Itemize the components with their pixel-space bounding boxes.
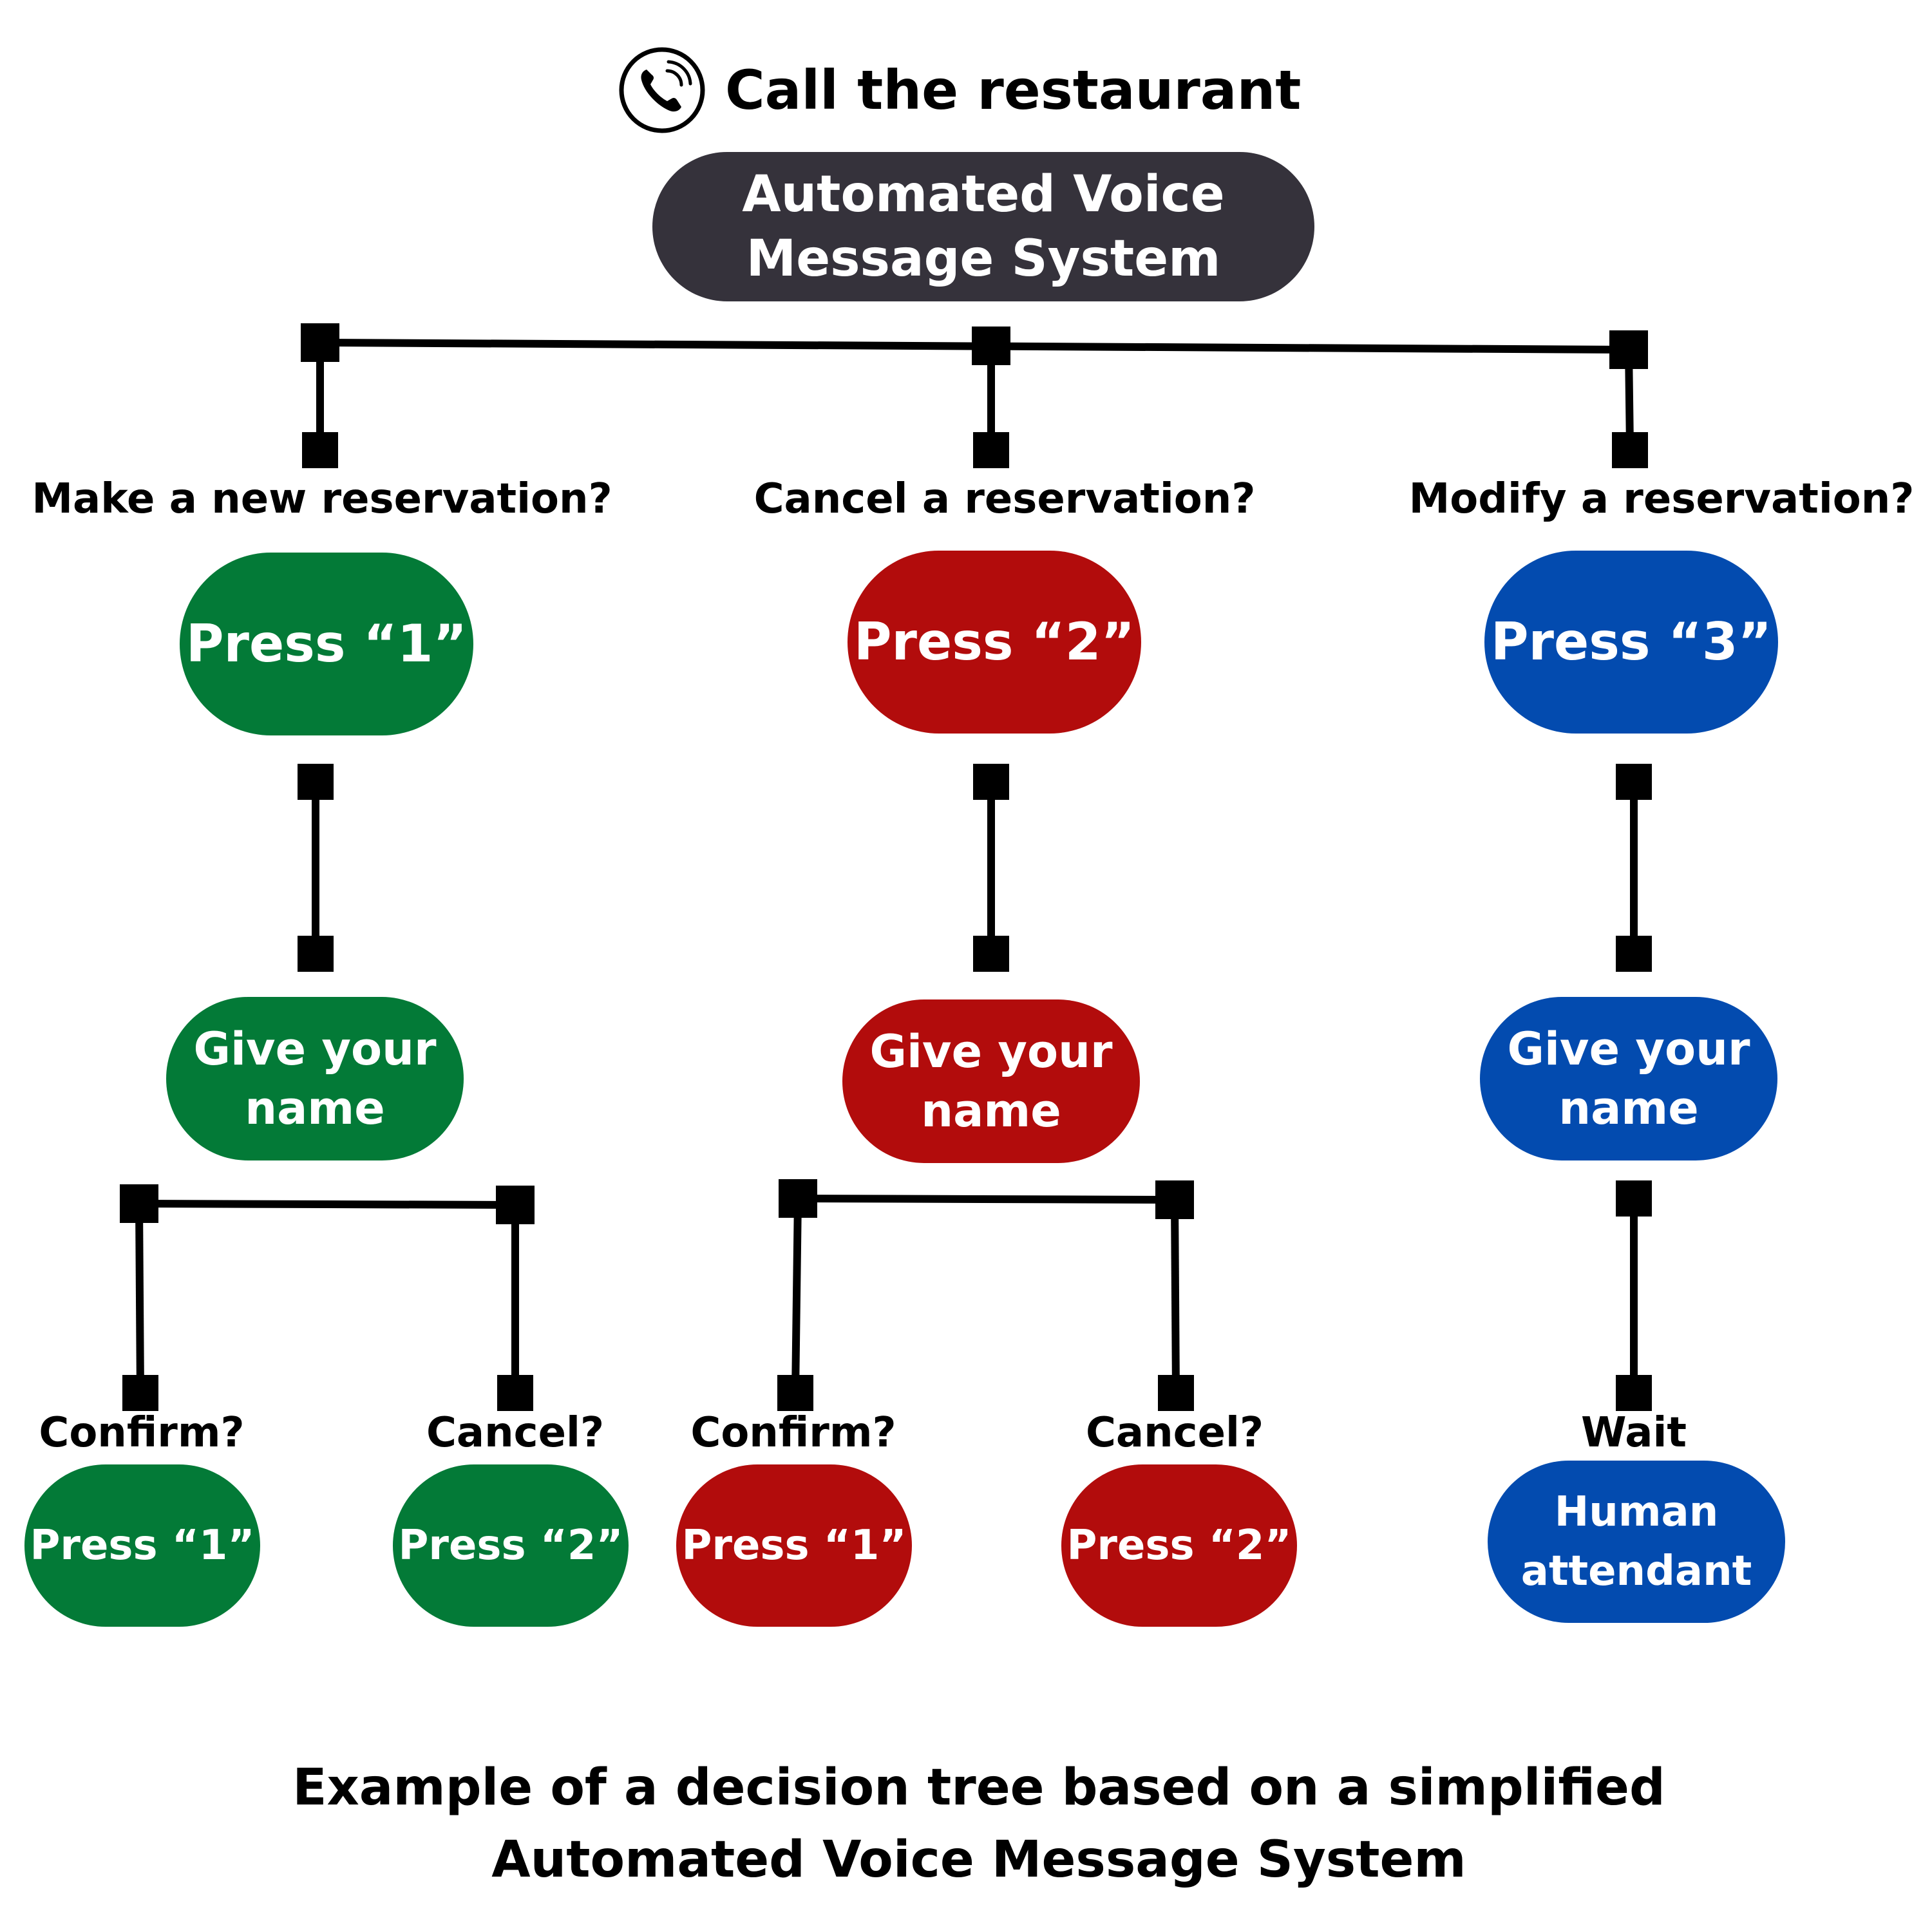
root-node: Automated Voice Message System [652, 152, 1314, 301]
branch-question-3: Modify a reservation? [1397, 470, 1926, 528]
connector-line [1171, 1199, 1180, 1394]
cancel-press-2-label: Press “2” [1066, 1522, 1292, 1569]
press-3-node: Press “3” [1484, 551, 1778, 734]
connector-node [1616, 764, 1652, 800]
header: Call the restaurant [618, 44, 1301, 137]
connector-node [122, 1375, 158, 1411]
human-attendant-line-2: attendant [1520, 1548, 1752, 1595]
connector-node [301, 323, 339, 362]
sub-question-cancel-2-text: Cancel? [1085, 1409, 1264, 1457]
connector-line [138, 1200, 516, 1209]
connector-node [777, 1375, 813, 1411]
branch-question-3-text: Modify a reservation? [1408, 475, 1915, 523]
connector-node [302, 432, 338, 468]
sub-question-confirm-1: Confirm? [26, 1404, 258, 1462]
sub-question-confirm-2-text: Confirm? [690, 1409, 896, 1457]
branch-question-2-text: Cancel a reservation? [753, 475, 1256, 523]
human-attendant-line-1: Human [1554, 1488, 1719, 1536]
wait-label: Wait [1518, 1404, 1750, 1462]
connector-node [1616, 1180, 1652, 1217]
press-2-label: Press “2” [853, 612, 1135, 672]
give-name-node-2: Give your name [842, 999, 1140, 1163]
connector-node [1158, 1375, 1194, 1411]
connector-node [298, 936, 334, 972]
root-line-1: Automated Voice [742, 166, 1225, 223]
cancel-press-2-node: Press “2” [1061, 1464, 1297, 1627]
connector-node [1616, 936, 1652, 972]
caption-line-1: Example of a decision tree based on a si… [292, 1759, 1665, 1817]
connector-node [973, 432, 1009, 468]
connector-node [973, 764, 1009, 800]
connector-node [298, 764, 334, 800]
press-2-node: Press “2” [848, 551, 1141, 734]
branch-question-1-text: Make a new reservation? [32, 475, 612, 523]
caption-line-2: Automated Voice Message System [491, 1831, 1466, 1889]
sub-question-confirm-2: Confirm? [677, 1404, 909, 1462]
branch-question-2: Cancel a reservation? [721, 470, 1288, 528]
human-attendant-node: Human attendant [1488, 1461, 1785, 1623]
connector-node [496, 1186, 535, 1224]
connector-node [972, 327, 1010, 365]
connector-node [973, 936, 1009, 972]
give-name-1-line-1: Give your [193, 1023, 437, 1075]
branch-question-1: Make a new reservation? [32, 470, 612, 528]
connector-node [497, 1375, 533, 1411]
confirm-press-1-label: Press “1” [30, 1522, 255, 1569]
give-name-3-line-2: name [1558, 1082, 1699, 1135]
connector-line [791, 1198, 802, 1394]
cancel-press-1-node: Press “2” [393, 1464, 629, 1627]
wait-label-text: Wait [1580, 1409, 1687, 1457]
root-line-2: Message System [746, 230, 1221, 288]
connector-line [135, 1203, 144, 1394]
press-1-label: Press “1” [185, 614, 468, 674]
connector-node [1609, 330, 1648, 369]
sub-question-confirm-1-text: Confirm? [39, 1409, 245, 1457]
connector-node [1612, 432, 1648, 468]
sub-question-cancel-1-text: Cancel? [426, 1409, 605, 1457]
sub-question-cancel-2: Cancel? [1059, 1404, 1291, 1462]
confirm-press-2-node: Press “1” [676, 1464, 912, 1627]
confirm-press-2-label: Press “1” [681, 1522, 907, 1569]
cancel-press-1-label: Press “2” [398, 1522, 623, 1569]
connector-node [1155, 1180, 1194, 1219]
give-name-node-1: Give your name [166, 997, 464, 1160]
connector-node [120, 1184, 158, 1223]
give-name-node-3: Give your name [1480, 997, 1777, 1160]
connector-line [797, 1195, 1175, 1204]
figure-caption: Example of a decision tree based on a si… [129, 1752, 1829, 1896]
sub-question-cancel-1: Cancel? [399, 1404, 631, 1462]
page-title: Call the restaurant [725, 59, 1302, 122]
give-name-1-line-2: name [245, 1082, 385, 1135]
connector-node [1616, 1375, 1652, 1411]
press-3-label: Press “3” [1490, 612, 1772, 672]
give-name-3-line-1: Give your [1507, 1023, 1750, 1075]
give-name-2-line-2: name [921, 1084, 1061, 1137]
give-name-2-line-1: Give your [869, 1025, 1113, 1078]
phone-icon [619, 47, 705, 133]
press-1-node: Press “1” [180, 553, 473, 735]
confirm-press-1-node: Press “1” [24, 1464, 260, 1627]
connector-node [779, 1179, 817, 1218]
